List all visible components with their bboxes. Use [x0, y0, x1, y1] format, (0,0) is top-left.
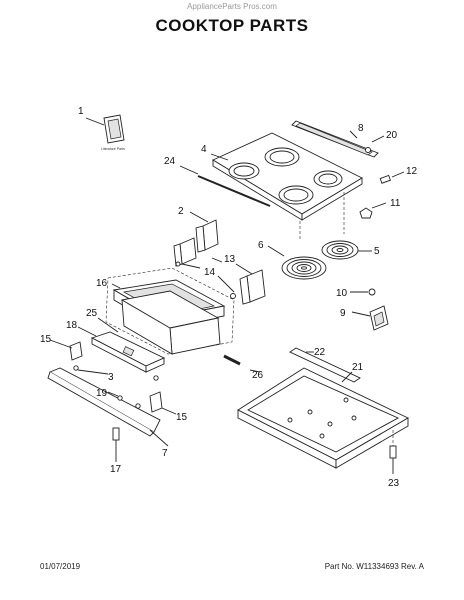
- callout-21: 21: [352, 362, 364, 373]
- part-21-main-top: [237, 367, 409, 469]
- callout-16: 16: [96, 278, 108, 289]
- callout-7: 7: [162, 448, 168, 459]
- part-17-screw: [112, 427, 120, 462]
- part-26-strip: [223, 354, 261, 373]
- part-20-screw: [365, 135, 385, 153]
- callout-3: 3: [108, 372, 114, 383]
- callout-24: 24: [164, 156, 176, 167]
- callout-5: 5: [374, 246, 380, 257]
- part-25-harness: [97, 317, 119, 333]
- part-18-control-board: [77, 326, 166, 373]
- callout-12: 12: [406, 166, 418, 177]
- callout-9: 9: [340, 308, 346, 319]
- callout-18: 18: [66, 320, 78, 331]
- callout-4: 4: [201, 144, 207, 155]
- callout-8: 8: [358, 123, 364, 134]
- part-8-rear-trim: [291, 120, 379, 158]
- callout-20: 20: [386, 130, 398, 141]
- literature-label: Literature Parts: [101, 147, 125, 151]
- part-5-element-small: [321, 240, 372, 260]
- part-13-bracket-right: [217, 263, 266, 305]
- part-10-screw: [350, 288, 376, 296]
- part-23-screw: [389, 430, 397, 474]
- callout-15-left: 15: [40, 334, 52, 345]
- callout-26: 26: [252, 370, 264, 381]
- footer-part-number: Part No. W11334693 Rev. A: [324, 562, 424, 571]
- part-19-screws: [107, 391, 141, 409]
- callout-15-right: 15: [176, 412, 188, 423]
- part-2-bracket: [189, 211, 219, 253]
- part-13-bracket-left: [173, 237, 223, 269]
- part-6-element-large: [267, 245, 327, 280]
- part-3-screws: [73, 365, 159, 381]
- part-9-bracket: [351, 305, 389, 331]
- callout-6: 6: [258, 240, 264, 251]
- part-7-trim: [47, 367, 169, 447]
- part-22-rail: [289, 347, 361, 383]
- callout-2: 2: [178, 206, 184, 217]
- part-11-clip: [299, 192, 387, 240]
- callout-22: 22: [314, 347, 326, 358]
- callout-25: 25: [86, 308, 98, 319]
- callout-10: 10: [336, 288, 348, 299]
- footer-date: 01/07/2019: [40, 562, 81, 571]
- page-title: COOKTOP PARTS: [155, 16, 309, 35]
- part-15-bracket-right: [149, 391, 177, 415]
- callout-13: 13: [224, 254, 236, 265]
- part-12-terminal: [379, 171, 405, 184]
- callout-23: 23: [388, 478, 400, 489]
- part-16-control-panel: [105, 267, 235, 355]
- callout-11: 11: [390, 198, 401, 209]
- part-15-bracket-left: [49, 339, 83, 361]
- part-24-gasket: [179, 165, 271, 207]
- watermark: ApplianceParts Pros.com: [187, 2, 277, 11]
- callout-19: 19: [96, 388, 108, 399]
- callout-17: 17: [110, 464, 122, 475]
- callout-14: 14: [204, 267, 216, 278]
- callouts: 1 4 8 20 24 12 2 11 6 5 13 14 16 10 9 18…: [40, 106, 418, 489]
- part-4-cooktop: [210, 132, 363, 221]
- callout-1: 1: [78, 106, 84, 117]
- part-1-literature: Literature Parts: [85, 114, 125, 151]
